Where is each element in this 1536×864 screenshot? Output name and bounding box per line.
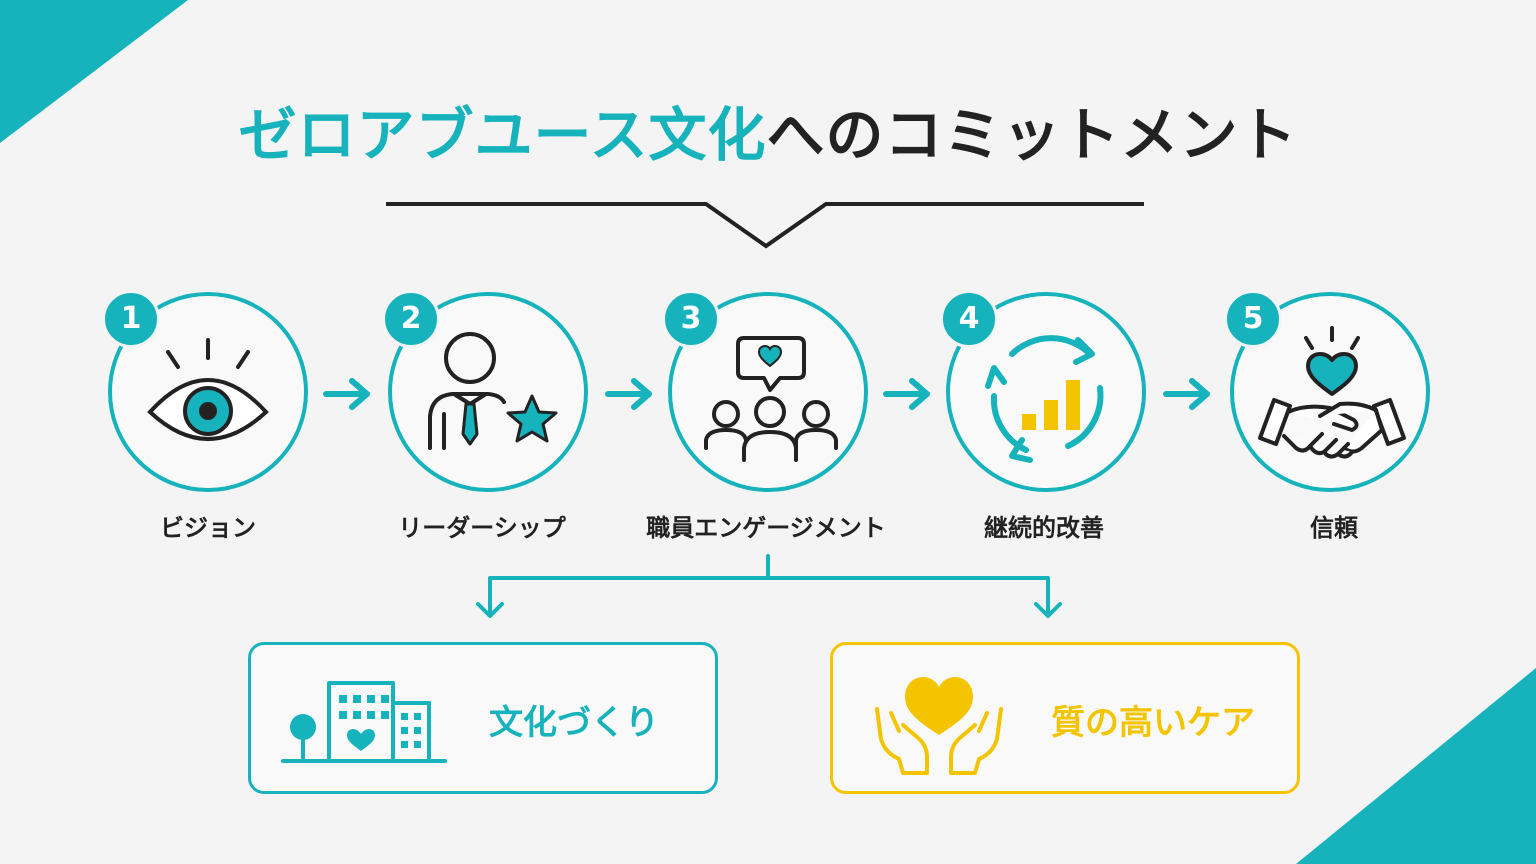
step-label-trust: 信頼	[1310, 514, 1358, 542]
step-number-badge: 1	[102, 290, 160, 348]
leader-star-icon	[428, 332, 558, 450]
outcome-label-culture: 文化づくり	[489, 703, 659, 743]
arrow-right-icon	[323, 378, 370, 410]
corner-decoration-top-left	[0, 0, 188, 143]
step-trust: 5	[1224, 290, 1430, 492]
step-circle	[1230, 292, 1430, 492]
step-circle	[388, 292, 588, 492]
step-continuous-improvement: 4	[940, 290, 1146, 492]
team-heart-icon	[704, 336, 838, 462]
hands-heart-icon	[875, 677, 1003, 775]
outcome-label-quality-care: 質の高いケア	[1051, 703, 1255, 743]
step-circle	[108, 292, 308, 492]
arrow-right-icon	[883, 378, 930, 410]
title-accent: ゼロアブユース文化	[238, 101, 767, 169]
corner-decoration-bottom-right	[1296, 668, 1536, 864]
step-label-continuous-improvement: 継続的改善	[984, 514, 1104, 542]
step-number-badge: 5	[1224, 290, 1282, 348]
arrow-right-icon	[1163, 378, 1210, 410]
buildings-heart-icon	[281, 681, 447, 763]
branch-connector	[476, 554, 1062, 618]
step-label-staff-engagement: 職員エンゲージメント	[646, 514, 886, 542]
arrow-right-icon	[605, 378, 652, 410]
outcome-box-quality-care: 質の高いケア	[830, 642, 1300, 794]
eye-icon	[147, 338, 269, 441]
step-vision: 1	[102, 290, 308, 492]
step-number-badge: 3	[662, 290, 720, 348]
step-number-badge: 2	[382, 290, 440, 348]
step-leadership: 2	[382, 290, 588, 492]
title-rest: へのコミットメント	[766, 101, 1298, 169]
cycle-chart-icon	[985, 335, 1104, 463]
step-label-vision: ビジョン	[160, 514, 256, 542]
step-number-badge: 4	[940, 290, 998, 348]
outcome-box-culture: 文化づくり	[248, 642, 718, 794]
title-pointer-line	[386, 202, 1144, 249]
step-label-leadership: リーダーシップ	[398, 514, 566, 542]
page-title: ゼロアブユース文化へのコミットメント	[0, 88, 1536, 172]
step-staff-engagement: 3	[662, 290, 868, 492]
handshake-heart-icon	[1258, 326, 1406, 459]
